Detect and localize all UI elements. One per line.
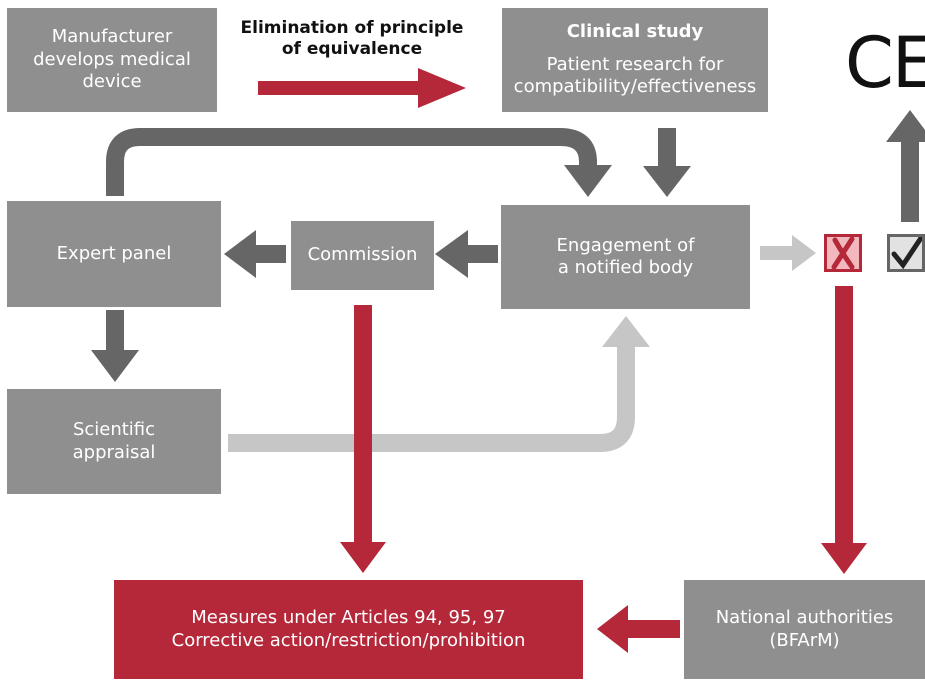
- arrow-approval-to-ce-mark: [886, 110, 925, 222]
- manufacturer-box: Manufacturer develops medical device: [7, 8, 217, 112]
- arrow-clinical-study-to-notified-body: [643, 128, 691, 197]
- clinical-study-title: Clinical study: [566, 21, 704, 43]
- arrow-notified-body-to-commission: [435, 230, 498, 278]
- national-authorities-line: National authorities: [715, 607, 894, 628]
- manufacturer-line: device: [82, 71, 142, 93]
- arrow-rejection-to-national-authorities: [821, 286, 867, 574]
- check-mark-icon: [887, 234, 925, 272]
- measures-box: Measures under Articles 94, 95, 97 Corre…: [114, 580, 583, 679]
- measures-line: Measures under Articles 94, 95, 97: [191, 607, 506, 628]
- scientific-appraisal-line: appraisal: [72, 441, 156, 463]
- arrow-notified-body-to-result: [760, 235, 816, 271]
- equivalence-label-line: Elimination of principle: [240, 18, 464, 38]
- expert-panel-label: Expert panel: [56, 242, 172, 264]
- manufacturer-line: develops medical: [33, 48, 191, 70]
- notified-body-box: Engagement of a notified body: [501, 205, 750, 309]
- equivalence-label: Elimination of principle of equivalence: [226, 18, 478, 61]
- notified-body-line: Engagement of: [556, 234, 695, 256]
- arrow-national-authorities-to-measures: [597, 605, 680, 653]
- arrow-manufacturer-to-clinical-study: [258, 68, 466, 108]
- commission-label: Commission: [307, 244, 418, 266]
- arrow-expert-panel-to-scientific-appraisal: [91, 310, 139, 382]
- arrow-scientific-appraisal-to-notified-body: [228, 316, 650, 452]
- scientific-appraisal-box: Scientific appraisal: [7, 389, 221, 494]
- measures-line: Corrective action/restriction/prohibitio…: [171, 629, 526, 651]
- clinical-study-box: Clinical study Patient research for comp…: [502, 8, 768, 112]
- notified-body-line: a notified body: [557, 257, 694, 278]
- clinical-study-line: compatibility/effectiveness: [513, 76, 757, 98]
- arrow-commission-to-expert-panel: [224, 230, 286, 278]
- manufacturer-line: Manufacturer: [51, 26, 173, 48]
- scientific-appraisal-line: Scientific: [72, 419, 156, 440]
- ce-mark: CE: [845, 22, 925, 104]
- clinical-study-line: Patient research for: [546, 53, 724, 75]
- equivalence-label-line: of equivalence: [281, 39, 423, 60]
- national-authorities-box: National authorities (BFArM): [684, 580, 925, 679]
- commission-box: Commission: [291, 221, 434, 290]
- expert-panel-box: Expert panel: [7, 201, 221, 307]
- arrow-expert-panel-to-notified-body: [106, 128, 612, 197]
- cross-mark-icon: [824, 234, 862, 272]
- national-authorities-line: (BFArM): [769, 629, 840, 651]
- arrow-commission-to-measures: [340, 305, 386, 573]
